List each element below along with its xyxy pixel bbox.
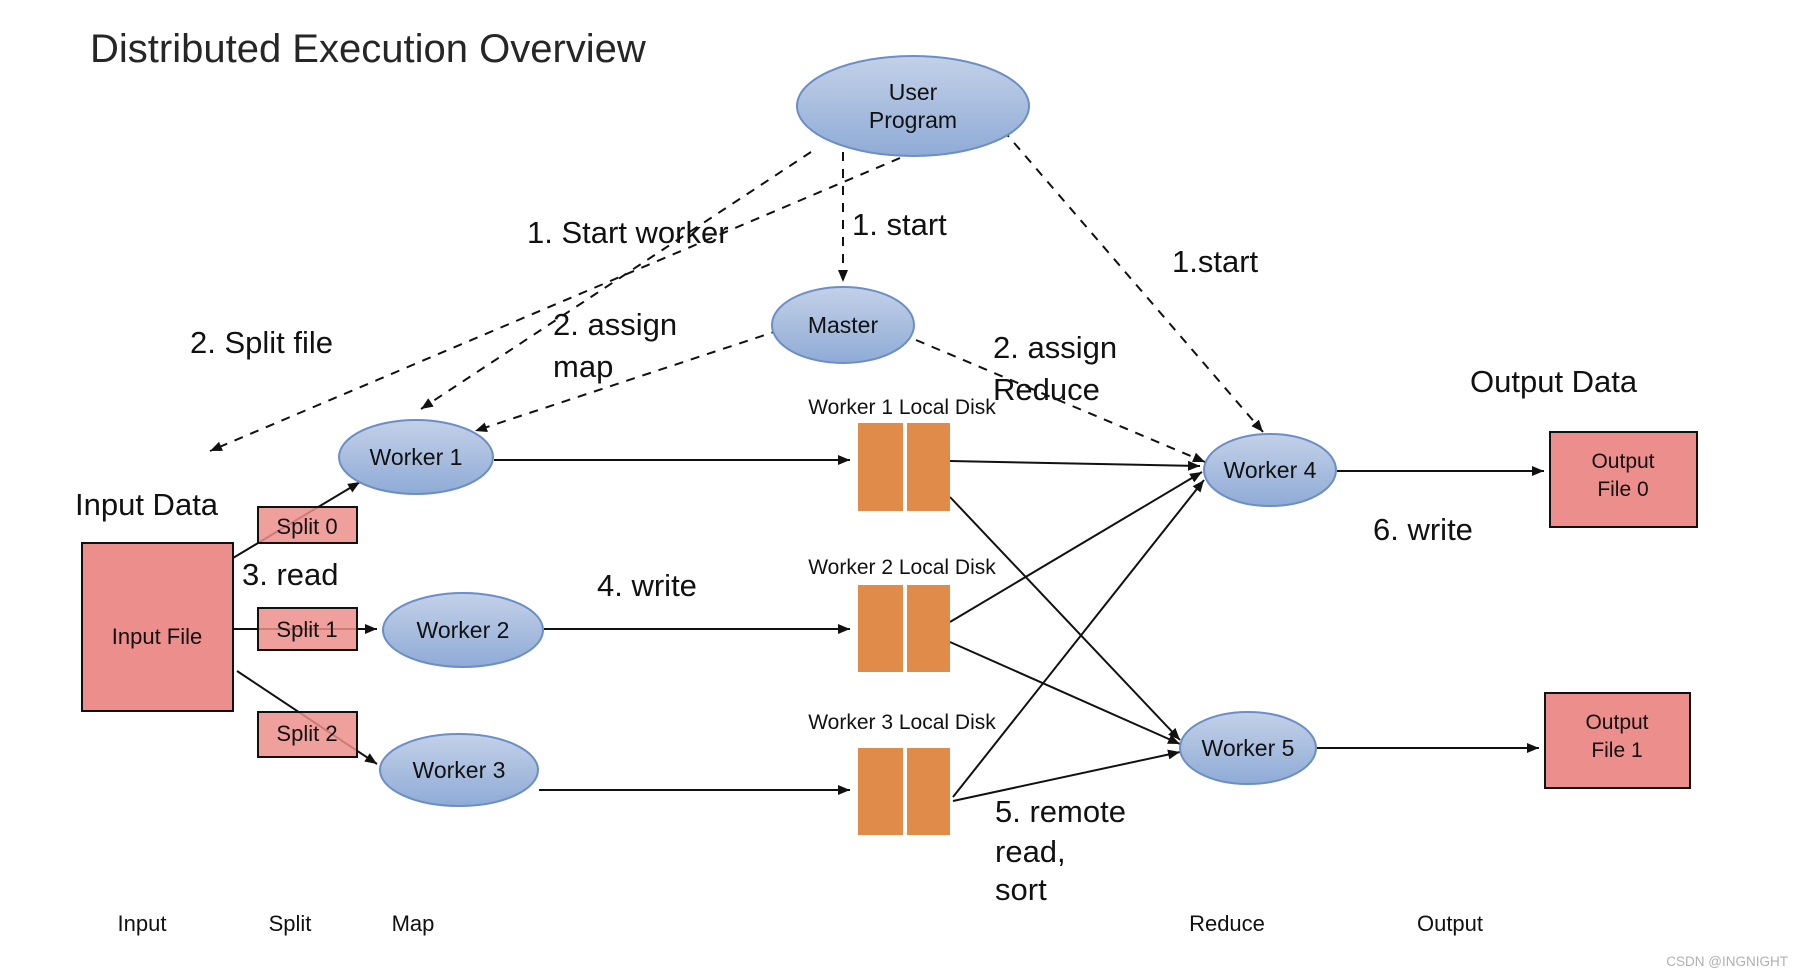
disk1-label: Worker 1 Local Disk — [808, 396, 996, 419]
split1-box — [257, 607, 358, 651]
annotation-read: 3. read — [242, 557, 339, 592]
output-file0-label-line2: File 0 — [1597, 478, 1648, 501]
split2-label: Split 2 — [276, 721, 337, 746]
stage-label-output: Output — [1417, 911, 1483, 936]
output-file0-label-line1: Output — [1591, 450, 1654, 473]
worker4-label: Worker 4 — [1224, 457, 1317, 483]
arrow-disk1-to-worker5 — [949, 496, 1181, 741]
split2-box — [257, 711, 358, 758]
dashed-arrow-splitfile-to-inputdata — [209, 157, 901, 452]
worker5-node — [1179, 711, 1317, 785]
arrow-disk3-to-worker4 — [952, 479, 1205, 798]
annotation-assign-map-line1: 2. assign — [553, 307, 677, 342]
annotation-write-local: 4. write — [597, 568, 697, 603]
disk3-segment-b — [907, 748, 950, 835]
worker5-label: Worker 5 — [1202, 735, 1295, 761]
output-file0-box — [1549, 431, 1698, 528]
annotation-assign-reduce-line1: 2. assign — [993, 330, 1117, 365]
annotation-assign-reduce-line2: Reduce — [993, 372, 1100, 407]
disk2-label: Worker 2 Local Disk — [808, 556, 996, 579]
user-program-node — [796, 55, 1030, 157]
worker3-label: Worker 3 — [413, 757, 506, 783]
annotation-remote-line2: read, — [995, 834, 1066, 869]
disk1-segment-a — [858, 423, 903, 511]
annotation-assign-map-line2: map — [553, 349, 613, 384]
arrow-disk2-to-worker5 — [949, 641, 1181, 745]
input-file-box — [81, 542, 234, 712]
split0-box — [257, 506, 358, 544]
worker2-label: Worker 2 — [417, 617, 510, 643]
split1-label: Split 1 — [276, 617, 337, 642]
disk3-segment-a — [858, 748, 903, 835]
worker1-label: Worker 1 — [370, 444, 463, 470]
output-data-heading: Output Data — [1470, 364, 1638, 399]
stage-label-input: Input — [118, 911, 167, 936]
disk2-segment-a — [858, 585, 903, 672]
master-label: Master — [808, 312, 879, 338]
output-file1-box — [1544, 692, 1691, 789]
arrow-disk3-to-worker5 — [952, 749, 1181, 802]
split0-label: Split 0 — [276, 514, 337, 539]
master-node — [771, 286, 915, 364]
stage-label-reduce: Reduce — [1189, 911, 1265, 936]
worker3-node — [379, 733, 539, 807]
annotation-start-reduce: 1.start — [1172, 244, 1259, 279]
annotation-write-output: 6. write — [1373, 512, 1473, 547]
annotation-start-worker: 1. Start worker — [527, 215, 729, 250]
annotation-start-master: 1. start — [852, 207, 947, 242]
arrow-disk2-to-worker4 — [949, 471, 1203, 623]
worker1-node — [338, 419, 494, 495]
worker2-node — [382, 592, 544, 668]
annotation-remote-line3: sort — [995, 872, 1047, 907]
dashed-arrow-master-assignmap-worker1 — [474, 329, 781, 432]
stage-label-split: Split — [269, 911, 312, 936]
worker4-node — [1203, 433, 1337, 507]
arrow-disk1-to-worker4 — [949, 460, 1201, 471]
user-program-label-line2: Program — [869, 107, 957, 133]
output-file1-label-line2: File 1 — [1591, 739, 1642, 762]
dashed-arrow-master-assignreduce-worker4 — [915, 339, 1206, 463]
user-program-label-line1: User — [889, 79, 938, 105]
page-title: Distributed Execution Overview — [90, 27, 646, 71]
input-data-heading: Input Data — [75, 487, 219, 522]
stage-label-map: Map — [392, 911, 435, 936]
input-file-label: Input File — [112, 624, 203, 649]
disk2-segment-b — [907, 585, 950, 672]
output-file1-label-line1: Output — [1585, 711, 1648, 734]
watermark-text: CSDN @INGNIGHT — [1666, 954, 1788, 969]
disk3-label: Worker 3 Local Disk — [808, 711, 996, 734]
annotation-remote-line1: 5. remote — [995, 794, 1126, 829]
disk1-segment-b — [907, 423, 950, 511]
annotation-split-file: 2. Split file — [190, 325, 333, 360]
dashed-arrow-userprogram-to-worker1 — [420, 151, 812, 410]
